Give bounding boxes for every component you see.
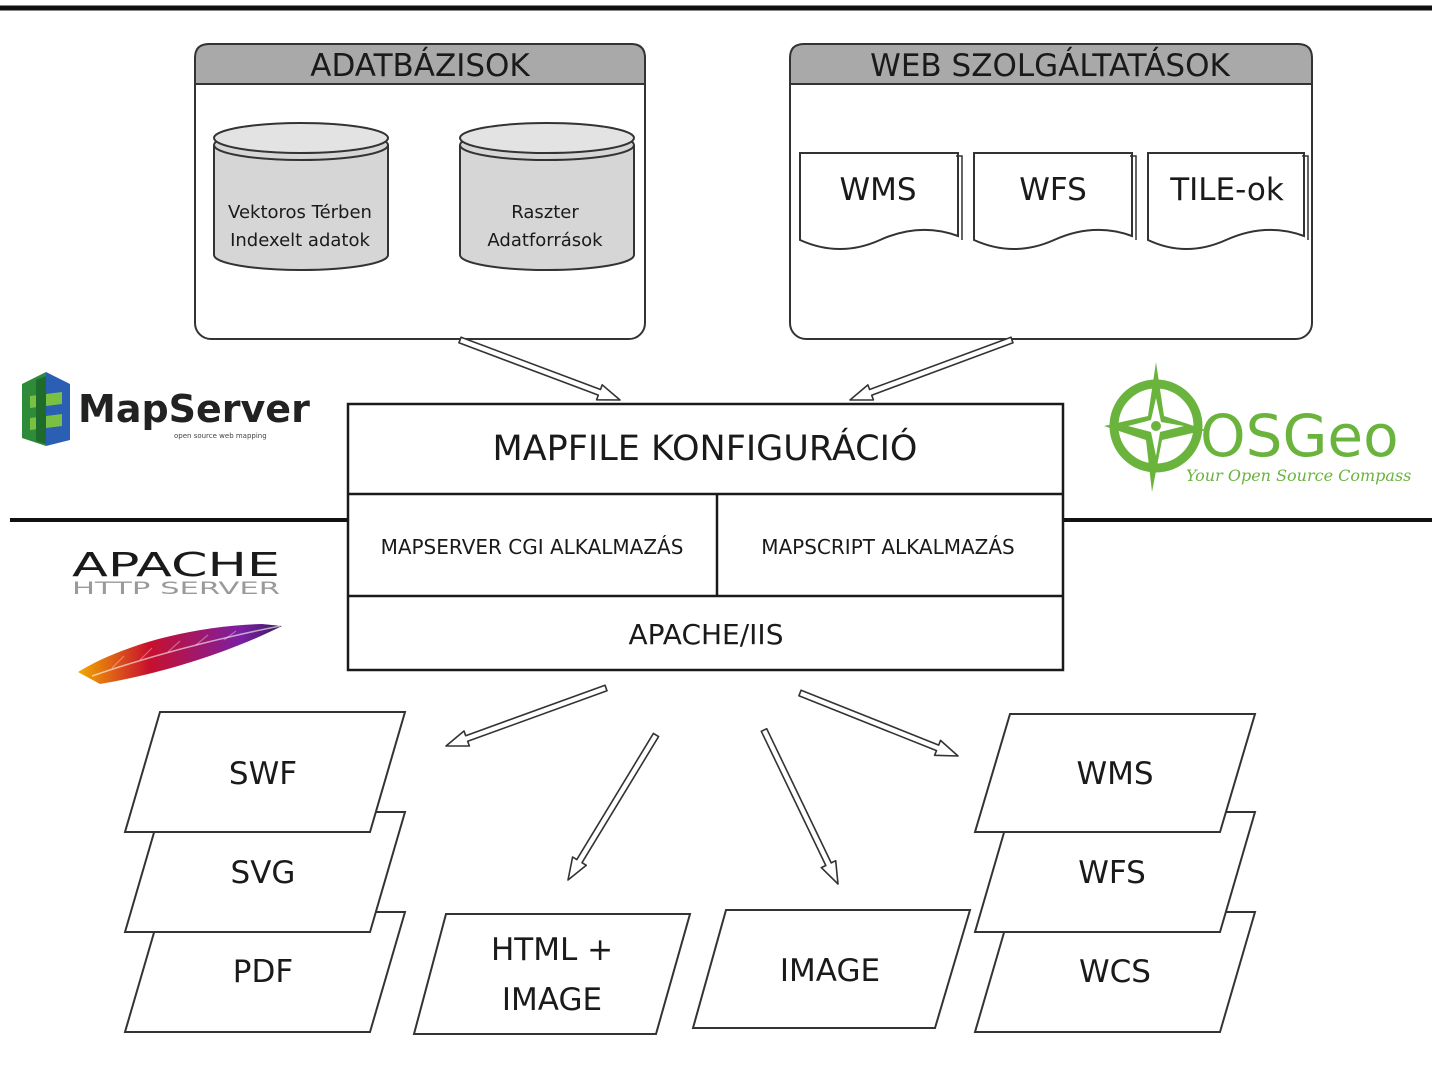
arrow-databases-to-mapfile [458, 336, 621, 401]
output-stack-right: WCS WFS WMS [973, 713, 1257, 1033]
output-wfs-label: WFS [1078, 855, 1146, 891]
raster-db-label-line1: Raszter [511, 202, 579, 223]
output-html-image-line2: IMAGE [502, 982, 602, 1018]
ws-doc-tiles-label: TILE-ok [1169, 172, 1284, 208]
mapserver-cgi-label: MAPSERVER CGI ALKALMAZÁS [381, 535, 684, 559]
arrow-to-html-image [567, 732, 660, 881]
databases-panel: ADATBÁZISOK Vektoros Térben Indexelt ada… [194, 43, 646, 340]
mapserver-logo-icon [22, 372, 70, 446]
output-wcs-label: WCS [1079, 954, 1151, 990]
output-html-image: HTML + IMAGE [412, 913, 692, 1035]
output-svg-label: SVG [231, 855, 296, 891]
apache-iis-label: APACHE/IIS [629, 618, 784, 651]
ws-doc-wfs: WFS [973, 152, 1137, 250]
apache-logo-subtitle: HTTP SERVER [72, 579, 280, 599]
ws-doc-tiles: TILE-ok [1147, 152, 1309, 250]
output-pdf-label: PDF [233, 954, 293, 990]
core-architecture-box: MAPFILE KONFIGURÁCIÓ MAPSERVER CGI ALKAL… [346, 402, 1065, 672]
vector-database-cylinder: Vektoros Térben Indexelt adatok [213, 122, 389, 271]
mapserver-logo: MapServer open source web mapping [22, 372, 310, 446]
output-wms-label: WMS [1076, 756, 1153, 792]
output-html-image-line1: HTML + [491, 932, 613, 968]
ws-doc-wms: WMS [799, 152, 963, 250]
output-swf-label: SWF [229, 756, 297, 792]
ws-doc-wfs-label: WFS [1019, 172, 1087, 208]
mapserver-logo-tagline: open source web mapping [174, 432, 267, 440]
arrow-to-right-stack [798, 689, 959, 757]
apache-logo-text: APACHE [72, 545, 280, 584]
raster-database-cylinder: Raszter Adatforrások [459, 122, 635, 271]
arrow-to-left-stack [445, 684, 608, 747]
osgeo-compass-icon [1104, 362, 1206, 492]
arrows [445, 336, 1014, 885]
vector-db-label-line2: Indexelt adatok [230, 230, 370, 251]
arrow-webservices-to-mapfile [849, 336, 1014, 401]
vector-db-label-line1: Vektoros Térben [228, 202, 372, 223]
mapscript-label: MAPSCRIPT ALKALMAZÁS [761, 535, 1015, 559]
osgeo-logo-text: OSGeo [1200, 402, 1399, 470]
mapserver-logo-text: MapServer [78, 387, 310, 431]
web-services-title: WEB SZOLGÁLTATÁSOK [870, 48, 1230, 84]
osgeo-logo-tagline: Your Open Source Compass [1186, 466, 1411, 485]
output-image: IMAGE [691, 909, 972, 1029]
output-swf-shape [123, 711, 407, 833]
osgeo-logo: OSGeo Your Open Source Compass [1104, 362, 1411, 492]
apache-logo: APACHE HTTP SERVER [72, 545, 282, 684]
web-services-panel: WEB SZOLGÁLTATÁSOK WMS WFS TILE-ok [789, 43, 1313, 340]
databases-title: ADATBÁZISOK [310, 48, 530, 84]
ws-doc-wms-label: WMS [839, 172, 916, 208]
output-image-label: IMAGE [780, 953, 880, 989]
output-wms-shape [973, 713, 1257, 833]
mapfile-config-label: MAPFILE KONFIGURÁCIÓ [493, 427, 918, 469]
apache-feather-icon [78, 624, 282, 684]
output-stack-left: PDF SVG SWF [123, 711, 407, 1033]
raster-db-label-line2: Adatforrások [487, 230, 603, 251]
arrow-to-image [760, 727, 839, 885]
